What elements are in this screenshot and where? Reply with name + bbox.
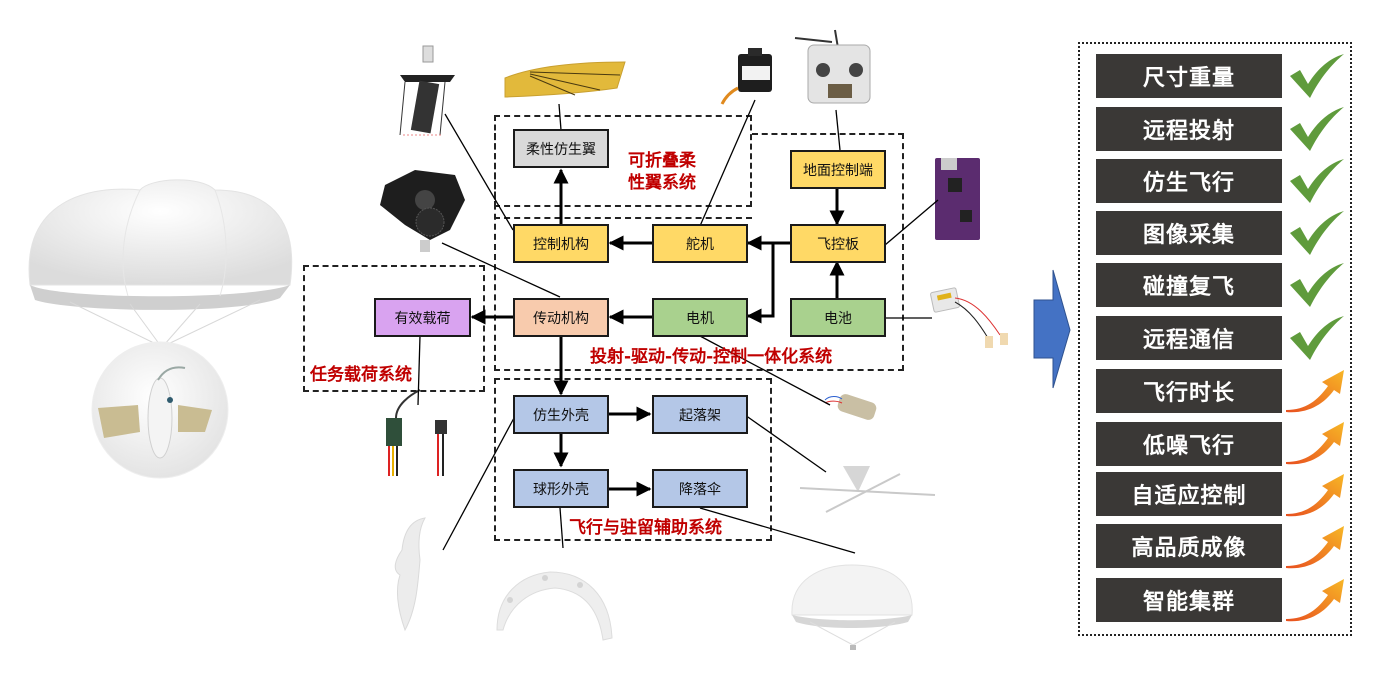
block-payload: 有效载荷 <box>374 298 471 337</box>
feature-panel <box>1078 42 1352 636</box>
block-landing-gear: 起落架 <box>652 395 748 434</box>
aux-system-label: 飞行与驻留辅助系统 <box>569 518 722 538</box>
camera-module-image <box>386 389 447 476</box>
wing-system-label-line1: 可折叠柔 <box>628 151 696 171</box>
integrated-system-label: 投射-驱动-传动-控制一体化系统 <box>590 347 833 367</box>
bionic-shell-image <box>394 517 426 632</box>
feature-achieved: 碰撞复飞 <box>1096 263 1282 307</box>
parachute-lines <box>69 299 261 346</box>
feature-improving: 飞行时长 <box>1096 369 1282 413</box>
gear-mechanism-image <box>380 170 465 252</box>
checkmark-icon <box>1290 54 1344 98</box>
spherical-drone <box>91 341 229 479</box>
spherical-shell-image <box>496 571 613 641</box>
block-ground-station: 地面控制端 <box>790 150 886 189</box>
landing-gear-image <box>799 466 936 513</box>
integrated-system-boundary <box>494 133 904 371</box>
block-transmission: 传动机构 <box>513 298 609 337</box>
feature-achieved: 尺寸重量 <box>1096 54 1282 98</box>
upward-arrow-icon <box>1286 370 1344 413</box>
upward-arrow-icon <box>1286 474 1344 517</box>
feature-improving: 智能集群 <box>1096 578 1282 622</box>
feature-improving: 低噪飞行 <box>1096 422 1282 466</box>
battery-image <box>930 287 1008 348</box>
feature-achieved: 仿生飞行 <box>1096 159 1282 203</box>
integrated-system-boundary-top <box>752 133 904 135</box>
checkmark-icon <box>1290 211 1344 255</box>
feature-achieved: 图像采集 <box>1096 211 1282 255</box>
checkmark-icon <box>1290 107 1344 151</box>
payload-system-boundary <box>303 265 485 392</box>
flexible-wing-image <box>504 61 626 98</box>
upward-arrow-icon <box>1286 422 1344 465</box>
upward-arrow-icon <box>1286 526 1344 569</box>
wing-system-label-line2: 性翼系统 <box>628 173 696 193</box>
block-bionic-shell: 仿生外壳 <box>513 395 609 434</box>
block-flexible-wing: 柔性仿生翼 <box>513 129 609 168</box>
upward-arrow-icon <box>1286 579 1344 622</box>
servo-image <box>720 48 772 105</box>
block-control-mechanism: 控制机构 <box>513 224 609 263</box>
callout-lines <box>417 99 939 554</box>
checkmark-icon <box>1290 263 1344 307</box>
feature-improving: 自适应控制 <box>1096 472 1282 516</box>
feature-achieved: 远程通信 <box>1096 316 1282 360</box>
feature-achieved: 远程投射 <box>1096 107 1282 151</box>
block-battery: 电池 <box>790 298 886 337</box>
payload-system-label: 任务载荷系统 <box>310 365 412 385</box>
feature-improving: 高品质成像 <box>1096 524 1282 568</box>
remote-controller-image <box>794 29 871 104</box>
arrow-fc-to-motor <box>746 243 775 324</box>
checkmark-icon <box>1290 159 1344 203</box>
checkmark-icon <box>1290 316 1344 360</box>
block-parachute: 降落伞 <box>652 469 748 508</box>
block-servo: 舵机 <box>652 224 748 263</box>
flight-controller-board-image <box>935 158 980 240</box>
parachute-image <box>791 564 913 650</box>
parachute-canopy <box>28 179 293 310</box>
aux-system-boundary <box>494 378 772 541</box>
block-spherical-shell: 球形外壳 <box>513 469 609 508</box>
wing-system-label: 可折叠柔 性翼系统 <box>628 150 696 194</box>
block-motor: 电机 <box>652 298 748 337</box>
integrated-system-boundary-mid <box>494 217 752 219</box>
block-flight-controller: 飞控板 <box>790 224 886 263</box>
flapping-mechanism-image <box>399 45 455 136</box>
